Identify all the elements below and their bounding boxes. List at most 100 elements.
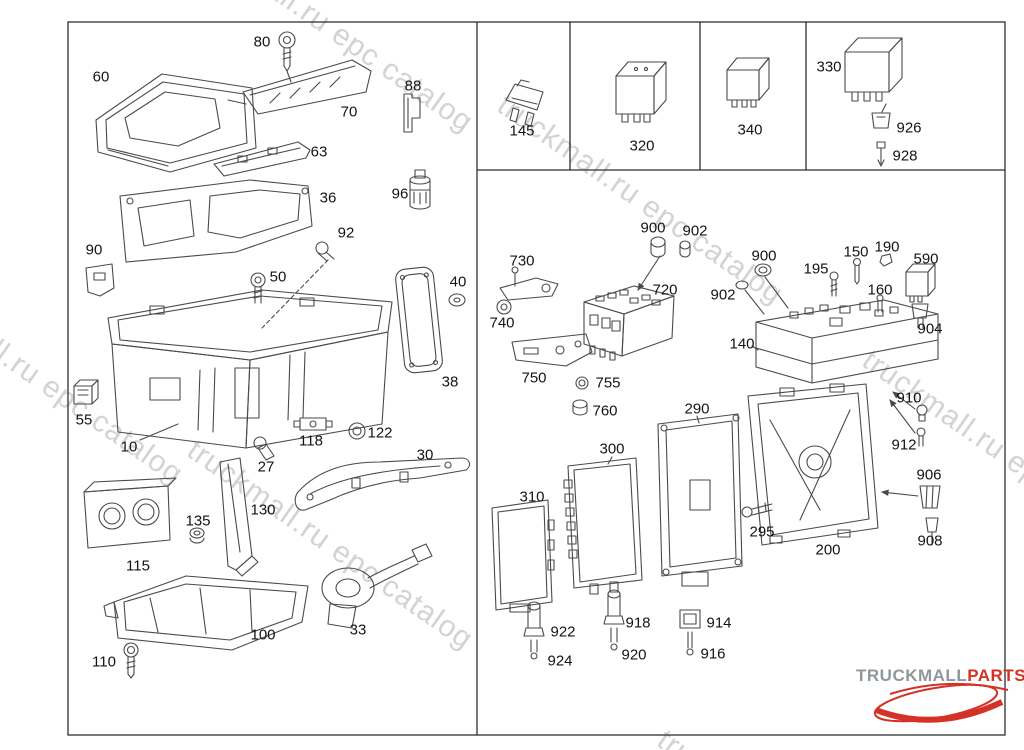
part-115-lamp-housing <box>83 477 177 549</box>
part-900b-sleeve <box>754 263 789 309</box>
part-label-27: 27 <box>257 458 275 476</box>
part-145-fuse <box>505 79 544 127</box>
part-label-300: 300 <box>599 440 625 458</box>
part-100-tray <box>103 575 309 651</box>
part-755-nut <box>575 376 589 390</box>
part-50-bolt <box>250 272 266 304</box>
part-912-bulb <box>889 399 926 447</box>
part-label-80: 80 <box>253 33 271 51</box>
part-label-720: 720 <box>652 281 678 299</box>
part-340-relay <box>726 57 770 108</box>
part-92-roller <box>261 241 335 329</box>
part-38-gasket <box>395 266 443 374</box>
part-928-terminal <box>876 141 886 167</box>
part-label-755: 755 <box>595 374 621 392</box>
part-label-96: 96 <box>391 185 409 203</box>
part-55-block <box>73 379 99 405</box>
part-590-relay <box>905 263 936 303</box>
part-label-730: 730 <box>509 252 535 270</box>
part-label-10: 10 <box>120 438 138 456</box>
part-label-30: 30 <box>416 446 434 464</box>
part-label-290: 290 <box>684 400 710 418</box>
part-label-150: 150 <box>843 243 869 261</box>
logo-text-truckmall: TRUCKMALL <box>856 666 968 685</box>
part-60-lid <box>95 73 257 173</box>
part-900a-sleeve <box>650 236 666 258</box>
part-label-70: 70 <box>340 103 358 121</box>
part-label-740: 740 <box>489 314 515 332</box>
part-label-160: 160 <box>867 281 893 299</box>
part-label-110: 110 <box>92 653 116 671</box>
part-label-36: 36 <box>319 189 337 207</box>
part-195-screw <box>829 271 839 297</box>
part-label-200: 200 <box>815 541 841 559</box>
part-label-90: 90 <box>85 241 103 259</box>
part-70-cover <box>242 59 372 115</box>
logo-swoosh <box>873 682 1009 723</box>
part-label-122: 122 <box>367 424 393 442</box>
part-label-310: 310 <box>519 488 545 506</box>
part-330-relay <box>844 37 903 102</box>
part-label-900b: 900 <box>751 247 777 265</box>
part-190-clip <box>879 253 893 267</box>
part-910-bulb <box>892 391 928 422</box>
part-label-916: 916 <box>700 645 726 663</box>
part-label-904: 904 <box>917 320 943 338</box>
part-label-130: 130 <box>250 501 276 519</box>
part-label-55: 55 <box>75 411 93 429</box>
part-760-cap <box>572 399 588 416</box>
part-label-918: 918 <box>625 614 651 632</box>
part-200-mounting-frame <box>747 383 879 546</box>
part-140-fuse-board <box>751 299 939 384</box>
part-label-912: 912 <box>891 436 917 454</box>
part-label-140: 140 <box>729 335 755 353</box>
part-80-bolt <box>278 31 296 83</box>
part-914-connector <box>679 609 701 656</box>
part-label-295: 295 <box>749 523 775 541</box>
part-label-750: 750 <box>521 369 547 387</box>
part-90-bracket <box>85 263 115 297</box>
part-10-housing <box>107 289 393 449</box>
part-906-connector <box>880 485 941 509</box>
diagram-border <box>67 21 1006 736</box>
part-label-330: 330 <box>816 58 842 76</box>
part-label-115: 115 <box>126 557 150 575</box>
part-150-screw <box>852 257 862 285</box>
part-label-50: 50 <box>269 268 287 286</box>
part-27-valve <box>253 436 275 461</box>
truckmall-logo: TRUCKMALLPARTS <box>856 666 1024 686</box>
part-label-908: 908 <box>917 532 943 550</box>
part-320-relay <box>615 61 667 123</box>
part-label-902b: 902 <box>710 286 736 304</box>
part-label-135: 135 <box>185 512 211 530</box>
part-label-906: 906 <box>916 466 942 484</box>
part-label-60: 60 <box>92 68 110 86</box>
part-label-100: 100 <box>250 626 276 644</box>
part-label-924: 924 <box>547 652 573 670</box>
part-label-902a: 902 <box>682 222 708 240</box>
part-label-320: 320 <box>629 137 655 155</box>
part-label-340: 340 <box>737 121 763 139</box>
part-63-bracket <box>213 141 311 177</box>
part-88-clip <box>403 93 421 133</box>
part-label-190: 190 <box>874 238 900 256</box>
part-label-33: 33 <box>349 621 367 639</box>
part-label-88: 88 <box>404 77 422 95</box>
part-label-92: 92 <box>337 224 355 242</box>
part-750-plate <box>511 333 593 367</box>
part-label-926: 926 <box>896 119 922 137</box>
part-922-sensor <box>523 601 545 660</box>
part-902b-sleeve <box>735 280 765 315</box>
part-label-590: 590 <box>913 250 939 268</box>
part-40-grommet <box>448 293 466 307</box>
part-300-control-unit <box>563 456 643 595</box>
part-label-38: 38 <box>441 373 459 391</box>
part-926-connector <box>871 103 891 129</box>
part-30-duct <box>294 457 471 511</box>
logo-text-parts: PARTS <box>967 666 1024 685</box>
part-118-retainer <box>293 417 333 431</box>
part-label-145: 145 <box>509 122 535 140</box>
part-label-63: 63 <box>310 143 328 161</box>
